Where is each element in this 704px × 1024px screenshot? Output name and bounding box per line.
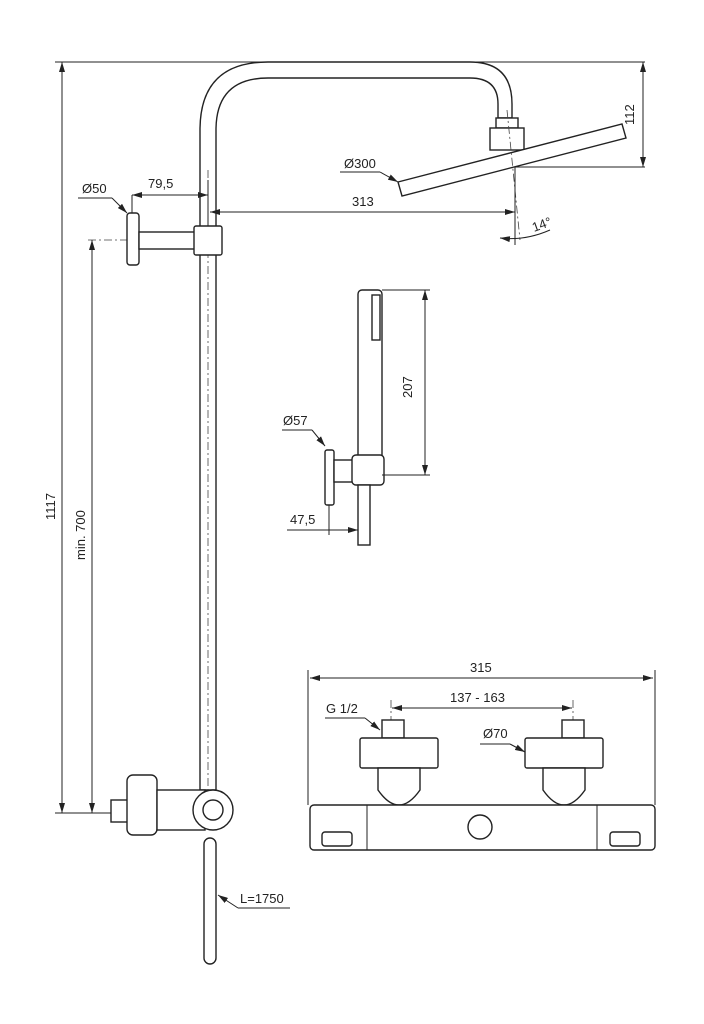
wall-mixer: L=1750 xyxy=(110,774,290,965)
label-total-height: 1117 xyxy=(43,493,58,520)
label-arm-height: 112 xyxy=(622,104,637,125)
label-inlet-cover-diameter: Ø70 xyxy=(483,726,508,741)
rain-shower-head: 112 313 Ø300 14° xyxy=(210,62,646,245)
upper-wall-bracket: 79,5 Ø50 xyxy=(78,176,223,266)
label-holder-offset: 47,5 xyxy=(290,512,315,527)
label-bracket-diameter: Ø50 xyxy=(82,181,107,196)
label-head-tilt: 14° xyxy=(530,214,554,235)
label-hose-length: L=1750 xyxy=(240,891,284,906)
riser-rail xyxy=(199,61,513,800)
label-arm-reach: 313 xyxy=(352,194,374,209)
label-head-diameter: Ø300 xyxy=(344,156,376,171)
label-min-height: min. 700 xyxy=(73,510,88,560)
label-inlet-thread: G 1/2 xyxy=(326,701,358,716)
label-mixer-centers: 137 - 163 xyxy=(450,690,505,705)
hand-shower: 207 Ø57 47,5 xyxy=(282,289,430,546)
label-mixer-width: 315 xyxy=(470,660,492,675)
dimension-min-height: min. 700 xyxy=(73,239,200,813)
label-bracket-offset: 79,5 xyxy=(148,176,173,191)
label-hand-shower-length: 207 xyxy=(400,376,415,398)
thermostatic-mixer: 315 137 - 163 G 1/2 Ø70 xyxy=(307,660,656,851)
label-holder-diameter: Ø57 xyxy=(283,413,308,428)
